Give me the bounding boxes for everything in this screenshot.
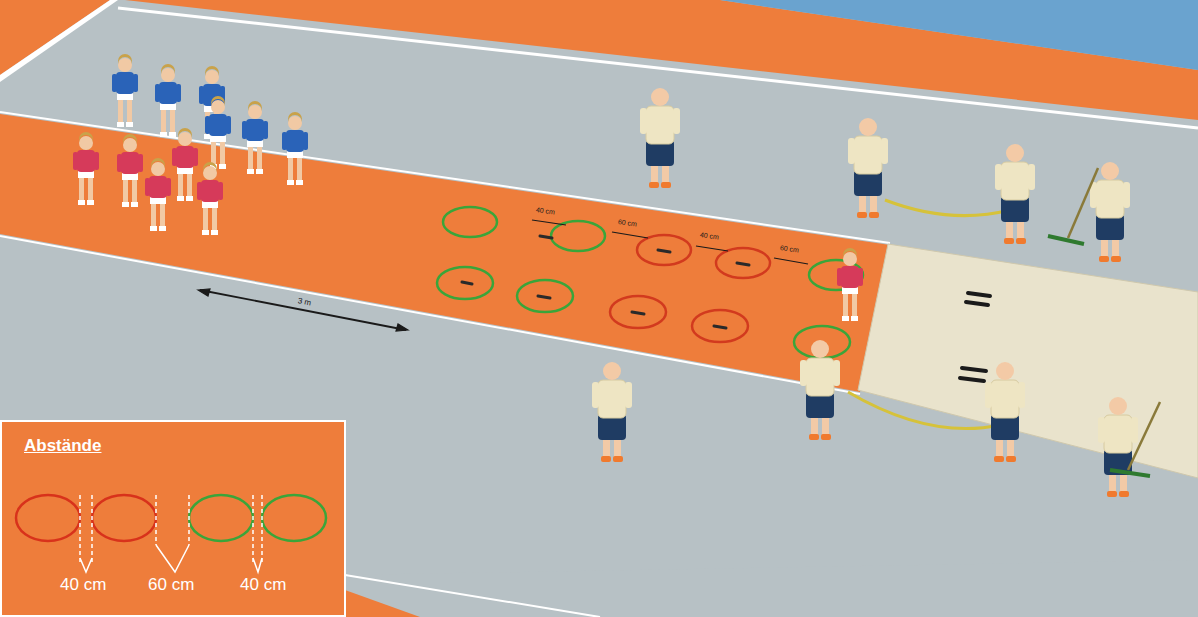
legend-box: Abstände [0, 420, 346, 617]
dimension-label: 40 cm [700, 231, 720, 241]
distance-label: 60 cm [148, 575, 194, 595]
dimension-label: 3 m [297, 296, 312, 307]
dimension-label: 60 cm [618, 218, 638, 228]
distance-label: 40 cm [60, 575, 106, 595]
distance-label: 40 cm [240, 575, 286, 595]
dimension-label: 40 cm [536, 206, 556, 216]
legend-heading: Abstände [24, 436, 101, 456]
dimension-label: 60 cm [780, 244, 800, 254]
